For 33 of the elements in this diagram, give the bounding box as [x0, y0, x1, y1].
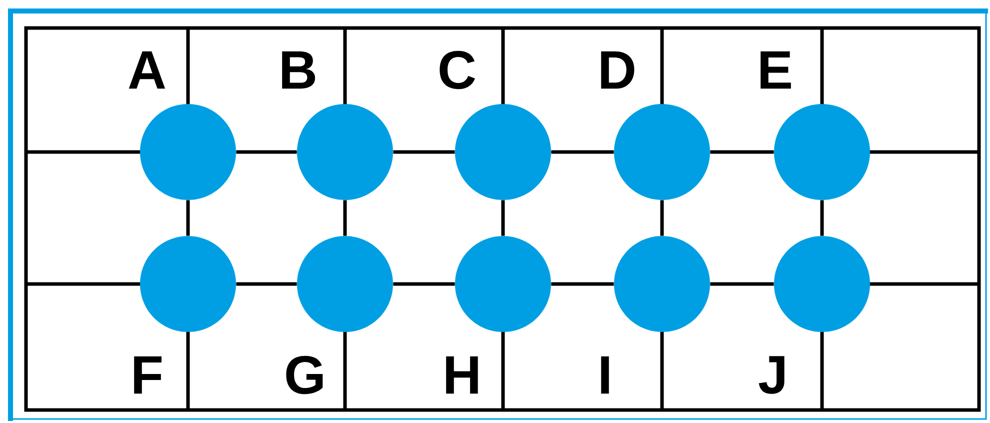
circle [140, 104, 236, 200]
letter-label: A [128, 51, 166, 89]
connector-line [660, 200, 664, 236]
letter-label: F [134, 356, 162, 394]
connector-line [186, 200, 190, 236]
circle [774, 236, 870, 332]
circle [774, 104, 870, 200]
connector-line [393, 150, 455, 154]
letter-label: D [601, 51, 634, 89]
connector-line [551, 282, 614, 286]
circle [614, 236, 710, 332]
connector-line [501, 200, 505, 236]
circle [455, 236, 551, 332]
connector-line [710, 150, 774, 154]
letter-label: G [286, 356, 323, 394]
connector-line [236, 282, 297, 286]
letter-label: C [440, 50, 476, 90]
circle [140, 236, 236, 332]
circle [455, 104, 551, 200]
circle [614, 104, 710, 200]
letter-label: E [760, 51, 791, 89]
connector-line [343, 200, 347, 236]
connector-line [236, 150, 297, 154]
connector-line [551, 150, 614, 154]
letter-label: B [282, 51, 316, 89]
circle [297, 104, 393, 200]
letter-label: J [758, 356, 784, 394]
circle [297, 236, 393, 332]
connector-line [820, 200, 824, 236]
connector-line [710, 282, 774, 286]
connector-line [393, 282, 455, 286]
letter-label: H [446, 356, 478, 394]
letter-label: I [601, 356, 609, 394]
